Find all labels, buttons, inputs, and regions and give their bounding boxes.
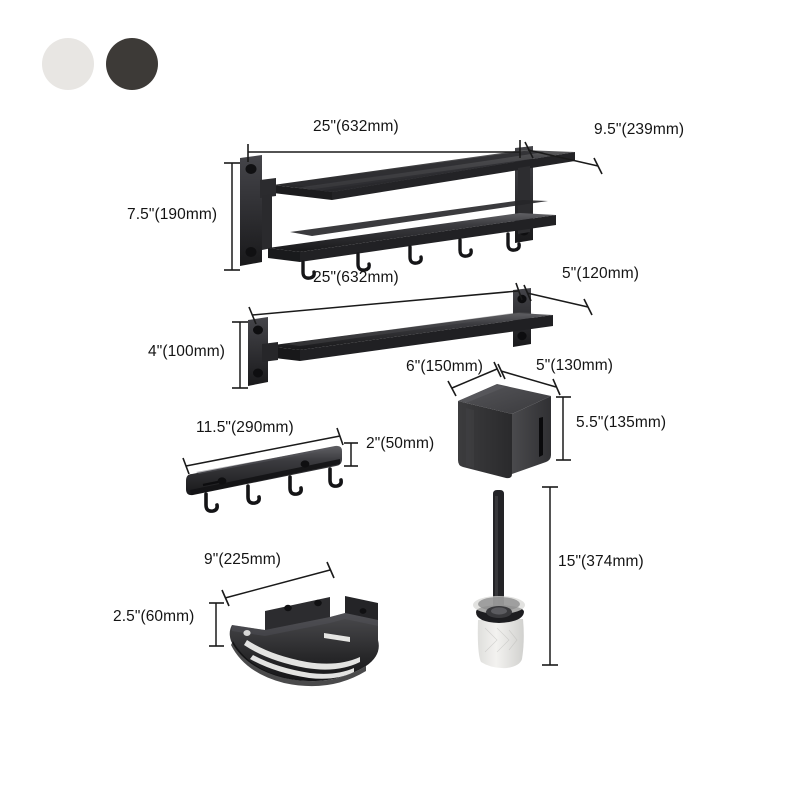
hook-rail-graphic <box>182 427 358 513</box>
towel-rack-shelf-graphic <box>224 140 603 280</box>
hook-width-label: 11.5"(290mm) <box>196 419 294 436</box>
towel-bar-graphic <box>232 282 593 389</box>
white-swatch[interactable] <box>42 38 94 90</box>
basket-width-label: 9"(225mm) <box>204 551 282 568</box>
toilet-brush-graphic <box>473 486 558 669</box>
color-swatch-group <box>42 38 158 90</box>
basket-height-label: 2.5"(60mm) <box>113 608 195 625</box>
bar-height-label: 4"(100mm) <box>148 343 226 360</box>
brush-height-label: 15"(374mm) <box>558 553 644 570</box>
hook-depth-label: 2"(50mm) <box>366 435 435 452</box>
bar-width-label: 25"(632mm) <box>313 269 399 286</box>
tissue-width-label: 6"(150mm) <box>406 358 484 375</box>
rack-width-label: 25"(632mm) <box>313 118 399 135</box>
rack-height-label: 7.5"(190mm) <box>127 206 218 223</box>
corner-basket-graphic <box>209 561 379 687</box>
bar-depth-label: 5"(120mm) <box>562 265 640 282</box>
tissue-depth-label: 5"(130mm) <box>536 357 614 374</box>
tissue-height-label: 5.5"(135mm) <box>576 414 667 431</box>
black-swatch[interactable] <box>106 38 158 90</box>
rack-depth-label: 9.5"(239mm) <box>594 121 685 138</box>
tissue-box-graphic <box>447 361 571 479</box>
